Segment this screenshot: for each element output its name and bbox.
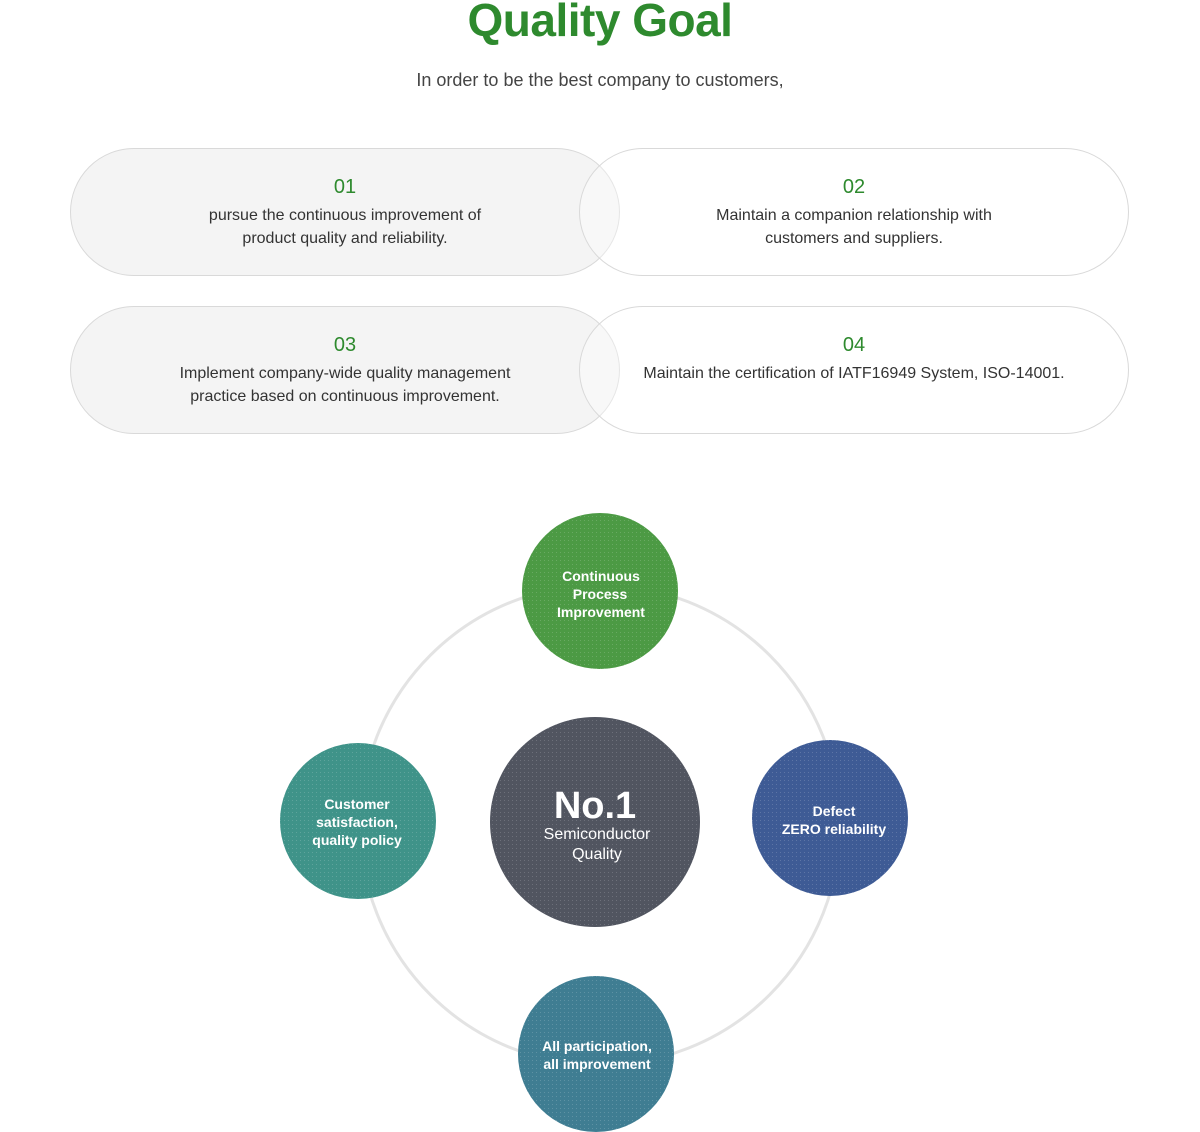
node-texture — [518, 976, 674, 1132]
goal-number: 04 — [842, 334, 866, 356]
goal-card-04: 04 Maintain the certification of IATF169… — [579, 306, 1129, 434]
page-title: Quality Goal — [467, 0, 733, 46]
node-label-line: satisfaction, — [316, 814, 398, 830]
node-label-line: ZERO reliability — [782, 821, 886, 837]
node-label-line: all improvement — [543, 1056, 651, 1072]
node-bottom: All participation, all improvement — [518, 976, 674, 1132]
center-texture — [490, 717, 700, 927]
goal-text: Maintain a companion relationship with c… — [716, 207, 992, 247]
goal-card-03: 03 Implement company-wide quality manage… — [70, 306, 620, 434]
node-label-line: Customer — [324, 796, 390, 812]
goal-number: 01 — [333, 176, 357, 198]
page-subtitle: In order to be the best company to custo… — [416, 70, 784, 90]
node-texture — [752, 740, 908, 896]
node-texture — [522, 513, 678, 669]
node-label-line: quality policy — [312, 832, 402, 848]
goal-text: Implement company-wide quality managemen… — [179, 365, 511, 405]
node-top: Continuous Process Improvement — [522, 513, 678, 669]
node-texture — [280, 743, 436, 899]
node-center: No.1 Semiconductor Quality — [490, 717, 700, 927]
goal-card-02: 02 Maintain a companion relationship wit… — [579, 148, 1129, 276]
node-label-line: Improvement — [557, 604, 645, 620]
goal-text: pursue the continuous improvement of pro… — [208, 207, 482, 247]
center-line: Semiconductor — [544, 826, 651, 843]
goal-number: 03 — [333, 334, 357, 356]
node-label-line: Defect — [813, 803, 856, 819]
center-line: Quality — [572, 846, 622, 863]
center-headline: No.1 — [554, 785, 636, 827]
node-left: Customer satisfaction, quality policy — [280, 743, 436, 899]
node-label-line: Continuous — [562, 568, 640, 584]
goal-number: 02 — [842, 176, 866, 198]
goal-text: Maintain the certification of IATF16949 … — [643, 365, 1065, 382]
node-label-line: All participation, — [542, 1038, 652, 1054]
node-right: Defect ZERO reliability — [752, 740, 908, 896]
node-label-line: Process — [573, 586, 628, 602]
goal-card-01: 01 pursue the continuous improvement of … — [70, 148, 620, 276]
quality-diagram: No.1 Semiconductor Quality Continuous Pr… — [280, 513, 908, 1132]
